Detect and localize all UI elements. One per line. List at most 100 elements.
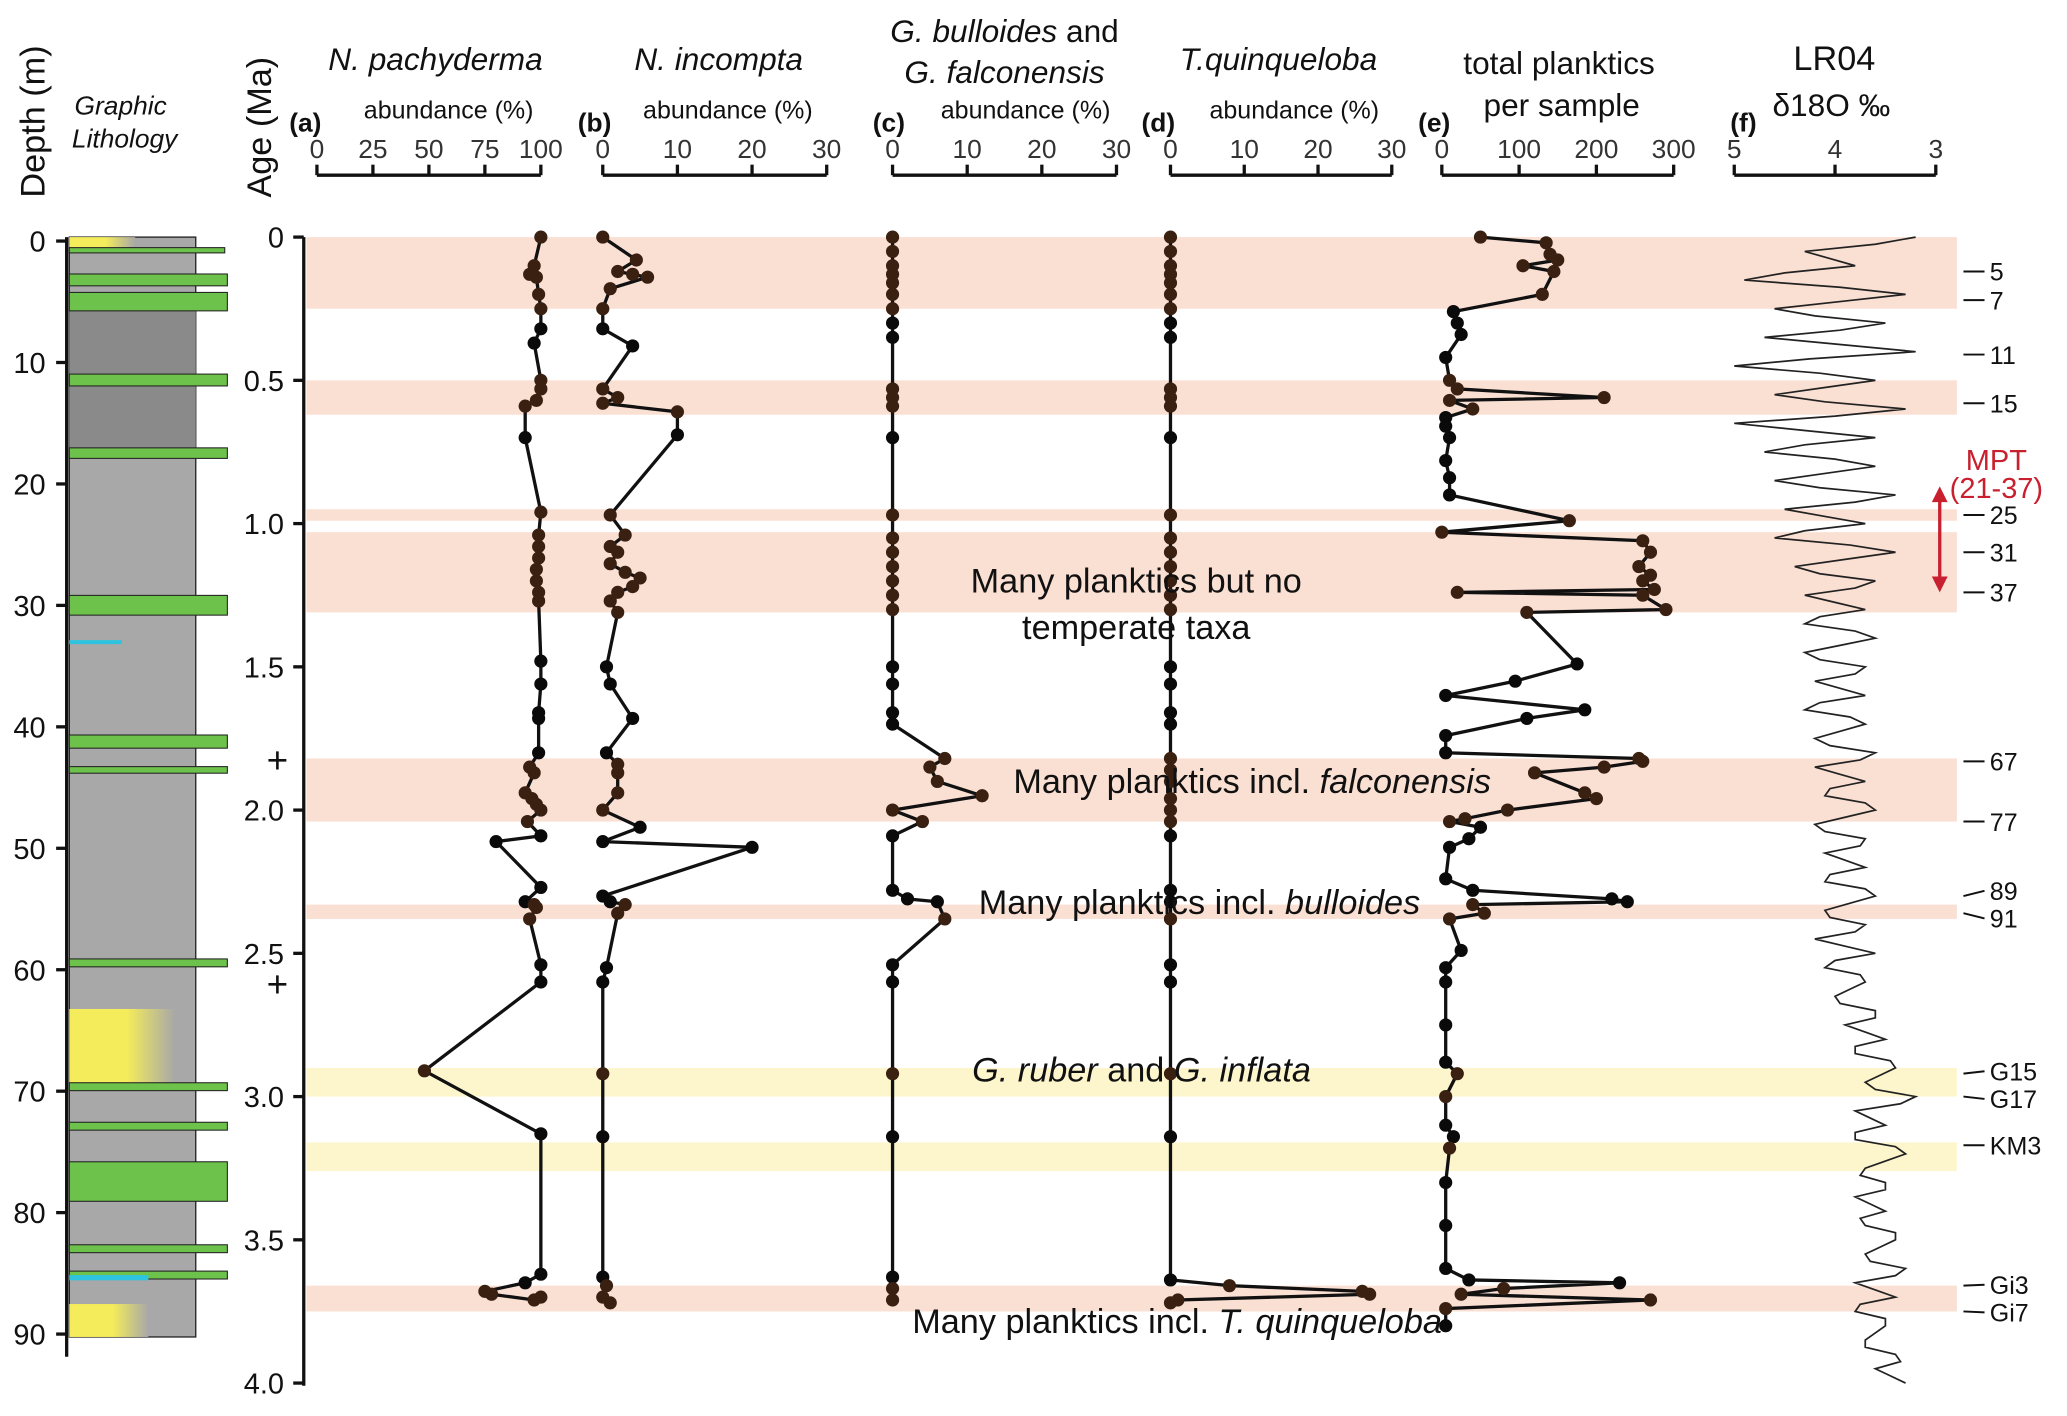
data-point xyxy=(885,588,900,602)
data-point xyxy=(611,786,625,800)
annotation-ruber-inflata: G. ruber and G. inflata xyxy=(972,1051,1311,1089)
data-point xyxy=(1516,259,1530,273)
annotation-no-temperate-1: Many planktics but no xyxy=(971,563,1302,601)
data-point xyxy=(596,975,610,989)
xlabel-a: abundance (%) xyxy=(364,97,534,125)
data-point xyxy=(527,766,541,780)
data-point xyxy=(534,958,548,972)
data-point xyxy=(930,895,944,909)
mis-label: 31 xyxy=(1990,539,2018,567)
data-point xyxy=(1163,774,1178,789)
data-point xyxy=(596,230,610,244)
data-point xyxy=(1527,766,1542,780)
data-point xyxy=(626,580,640,594)
data-point xyxy=(599,1279,614,1293)
green-bed xyxy=(68,273,228,287)
data-point xyxy=(534,803,548,817)
data-point xyxy=(534,230,548,244)
data-point xyxy=(1163,316,1178,330)
data-point xyxy=(534,322,548,336)
data-point xyxy=(534,677,548,691)
yellow-band xyxy=(306,1067,1957,1097)
data-point xyxy=(529,574,543,588)
data-point xyxy=(1163,1296,1178,1310)
mpt-label: MPT xyxy=(1966,445,2027,477)
data-point xyxy=(1439,350,1453,365)
green-bed xyxy=(68,958,228,968)
data-point xyxy=(1163,717,1178,731)
panel-letter: (f) xyxy=(1730,108,1756,138)
data-point xyxy=(529,562,543,577)
data-point xyxy=(603,895,617,909)
x-tick-label: 30 xyxy=(812,134,841,164)
data-point xyxy=(626,711,640,725)
data-point xyxy=(611,585,625,599)
data-point xyxy=(518,1276,532,1290)
age-tick-label: 2.0 xyxy=(244,796,284,828)
data-point xyxy=(603,282,617,296)
data-point xyxy=(596,302,610,316)
data-point xyxy=(1500,803,1515,817)
data-point xyxy=(1163,1130,1178,1144)
depth-tick-label: 80 xyxy=(13,1198,45,1230)
data-point xyxy=(599,961,614,975)
data-point xyxy=(1597,760,1611,774)
data-point xyxy=(611,545,625,559)
data-point xyxy=(885,829,900,843)
data-point xyxy=(529,393,543,407)
data-point xyxy=(1446,304,1461,319)
data-point xyxy=(532,539,546,554)
age-tick-label: 0 xyxy=(268,223,284,255)
annotation-italic: falconensis xyxy=(1320,763,1491,801)
data-point xyxy=(596,382,610,396)
data-point xyxy=(1439,961,1453,975)
x-tick-label: 0 xyxy=(1163,134,1178,164)
data-point xyxy=(1442,431,1457,445)
depth-tick-label: 30 xyxy=(13,591,45,623)
data-point xyxy=(670,405,685,419)
data-point xyxy=(885,958,900,972)
data-point xyxy=(1163,330,1178,344)
data-point xyxy=(489,835,503,849)
depth-tick-label: 70 xyxy=(13,1077,45,1109)
age-axis-label: Age (Ma) xyxy=(241,57,279,198)
depth-tick-label: 50 xyxy=(13,834,45,866)
data-point xyxy=(1163,559,1178,574)
data-point xyxy=(1163,1067,1178,1081)
data-point xyxy=(1442,1141,1457,1155)
title-d: T.quinqueloba xyxy=(1180,41,1377,77)
data-point xyxy=(618,898,632,912)
data-point xyxy=(885,545,900,559)
data-point xyxy=(885,677,900,691)
x-tick-label: 20 xyxy=(737,134,766,164)
data-point xyxy=(626,267,640,281)
age-tick-label: 1.0 xyxy=(244,509,284,541)
annotation-no-temperate-2: temperate taxa xyxy=(1022,609,1251,647)
xlabel-d: abundance (%) xyxy=(1209,97,1379,125)
arrow-up-icon xyxy=(1931,486,1948,503)
data-point xyxy=(1163,545,1178,559)
data-point xyxy=(611,264,625,279)
green-bed xyxy=(68,447,228,459)
panel-letter: (d) xyxy=(1142,108,1176,138)
data-point xyxy=(1435,525,1449,539)
data-point xyxy=(603,677,617,691)
data-point xyxy=(1439,1218,1453,1233)
data-point xyxy=(611,605,625,619)
data-point xyxy=(1458,812,1472,826)
data-point xyxy=(1497,1281,1511,1296)
plus-marker: + xyxy=(267,740,289,781)
data-point xyxy=(603,557,617,571)
data-point xyxy=(1439,746,1453,760)
data-point xyxy=(885,1281,900,1296)
lithology-label-2: Lithology xyxy=(72,124,179,154)
data-point xyxy=(1163,803,1178,817)
pink-band xyxy=(306,532,1957,613)
data-point xyxy=(885,302,900,316)
panel-letter: (c) xyxy=(873,108,905,138)
data-point xyxy=(1520,605,1534,619)
data-point xyxy=(1442,912,1457,926)
